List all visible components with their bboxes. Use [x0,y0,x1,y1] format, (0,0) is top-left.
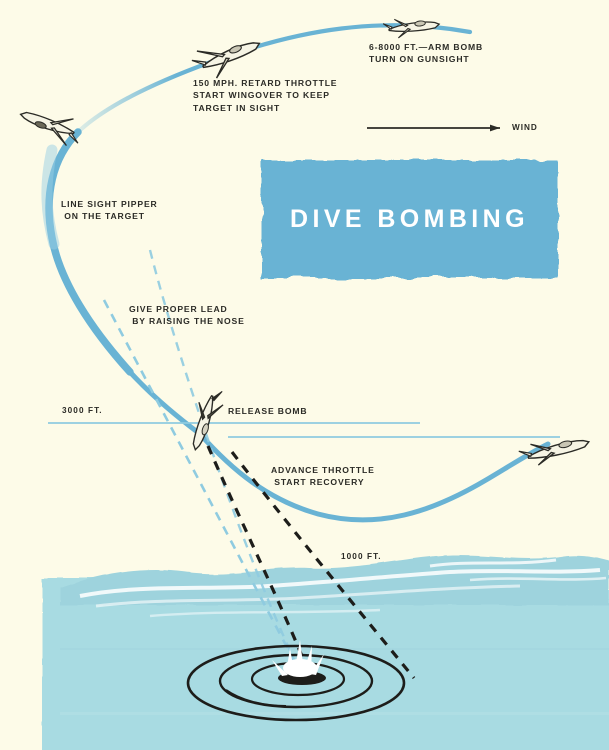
annotation-wingover: 150 MPH. RETARD THROTTLE START WINGOVER … [193,78,338,113]
wind-label: WIND [512,123,538,132]
impact-ripples [186,644,406,722]
label-recovery-altitude: 1000 FT. [341,552,382,561]
water-splash [272,640,326,685]
annotation-release-bomb: RELEASE BOMB [228,406,308,416]
aircraft-run-in [382,18,441,39]
aircraft-recovery [518,439,591,466]
aircraft-inverted-apex [19,111,79,147]
horizon-ridge [60,554,609,618]
annotation-recovery: ADVANCE THROTTLE START RECOVERY [271,465,375,488]
flight-path [41,23,551,523]
page-title: DIVE BOMBING [290,205,529,233]
annotation-pipper: LINE SIGHT PIPPER ON THE TARGET [61,199,158,222]
annotation-arm-bomb: 6-8000 FT.—ARM BOMB TURN ON GUNSIGHT [369,42,484,65]
label-release-altitude: 3000 FT. [62,406,103,415]
bomb-trajectory [206,445,416,680]
aircraft-wingover-start [191,42,261,79]
title-brush-block [262,160,558,278]
wind-arrow [367,124,500,132]
altitude-lines [48,422,560,438]
title-block: DIVE BOMBING [256,155,563,283]
annotation-lead: GIVE PROPER LEAD BY RAISING THE NOSE [129,304,245,327]
sight-line [102,249,302,673]
aircraft-dive-release [192,390,224,451]
